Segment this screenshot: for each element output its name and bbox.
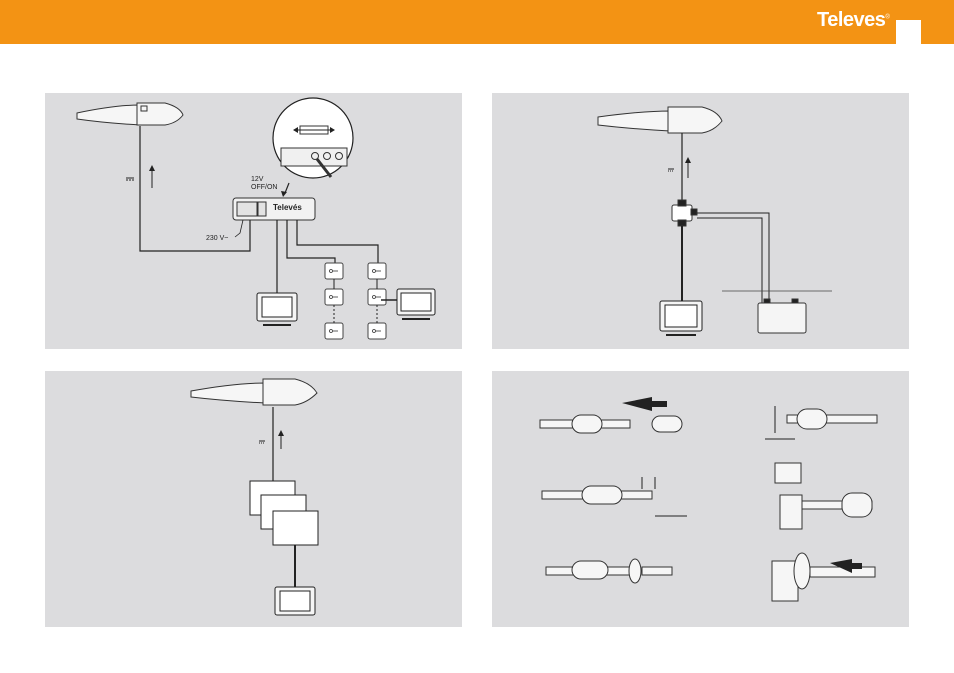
power-injector-icon — [672, 200, 697, 226]
arrow-left-icon — [622, 397, 667, 411]
cable-nut-step-icon — [546, 559, 672, 583]
diagram-installation-battery — [492, 93, 909, 349]
amplifier-brand-label: Televés — [273, 204, 302, 212]
diagram-connector-assembly — [492, 371, 909, 627]
page-number-box — [896, 20, 921, 44]
battery-icon — [758, 299, 806, 333]
switch-detail-icon — [273, 98, 353, 178]
cable-measure-step-icon — [542, 486, 652, 504]
connector-insert-icon — [775, 463, 872, 529]
page-header: Televes® — [0, 0, 954, 44]
tv-icon — [397, 289, 435, 319]
tv-icon — [660, 301, 702, 335]
connector-final-icon — [772, 553, 875, 601]
car-antenna-icon — [598, 107, 722, 133]
diagram-installation-amplifier: 12V OFF/ON 230 V~ Televés — [45, 93, 462, 349]
diagram-installation-devices — [45, 371, 462, 627]
car-antenna-icon — [77, 103, 183, 125]
tv-icon — [257, 293, 297, 325]
receiver-stack-icon — [250, 481, 318, 545]
installation-devices-drawing — [45, 371, 462, 627]
wall-outlet-column-2 — [368, 263, 386, 339]
mains-voltage-label: 230 V~ — [206, 235, 228, 243]
connector-assembly-drawing — [492, 371, 909, 627]
cable-strip-step-icon — [540, 415, 682, 433]
installation-amplifier-drawing — [45, 93, 462, 349]
wall-outlet-column-1 — [325, 263, 343, 339]
switch-state-label: OFF/ON — [251, 184, 277, 192]
car-antenna-icon — [191, 379, 317, 405]
televes-logo: Televes® — [817, 9, 889, 32]
supply-voltage-label: 12V — [251, 176, 263, 184]
installation-battery-drawing — [492, 93, 909, 349]
tv-icon — [275, 587, 315, 615]
connector-dimension-icon — [787, 409, 877, 429]
